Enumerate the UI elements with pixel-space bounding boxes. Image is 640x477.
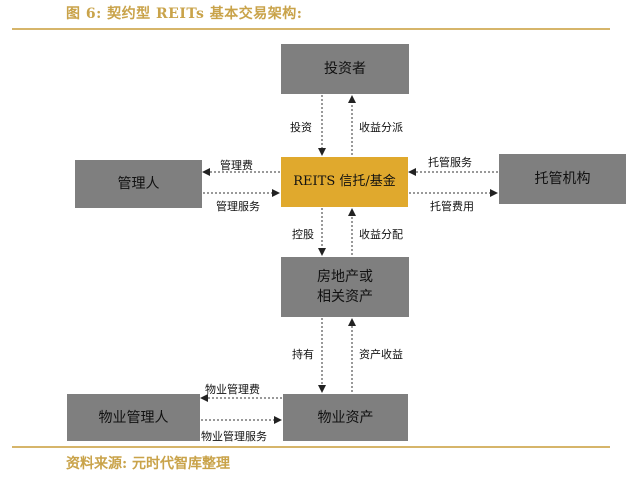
label-income-distribution: 收益分派 <box>359 121 403 134</box>
node-manager: 管理人 <box>75 160 202 208</box>
label-custody-fee: 托管费用 <box>430 200 474 213</box>
label-management-fee: 管理费 <box>220 159 253 172</box>
top-divider <box>12 28 610 30</box>
node-property-asset: 物业资产 <box>283 394 408 441</box>
node-reits-label: REITS 信托/基金 <box>293 174 396 189</box>
label-invest: 投资 <box>290 121 312 134</box>
label-income-allocation: 收益分配 <box>359 228 403 241</box>
node-property-asset-label: 物业资产 <box>317 409 374 426</box>
node-manager-label: 管理人 <box>117 176 160 192</box>
bottom-divider <box>12 446 610 448</box>
node-custodian-label: 托管机构 <box>534 171 591 187</box>
node-investor: 投资者 <box>281 44 409 94</box>
source-note: 资料来源: 元时代智库整理 <box>66 456 231 472</box>
node-custodian: 托管机构 <box>499 154 626 204</box>
label-property-mgmt-service: 物业管理服务 <box>201 430 267 443</box>
figure-title: 图 6: 契约型 REITs 基本交易架构: <box>66 6 303 22</box>
label-control: 控股 <box>292 228 314 241</box>
label-hold: 持有 <box>292 348 314 361</box>
node-property-manager: 物业管理人 <box>67 394 200 441</box>
node-real-estate: 房地产或 相关资产 <box>281 257 409 317</box>
label-custody-service: 托管服务 <box>428 156 472 169</box>
label-property-mgmt-fee: 物业管理费 <box>205 383 260 396</box>
node-investor-label: 投资者 <box>324 61 366 77</box>
label-management-service: 管理服务 <box>216 200 260 213</box>
node-real-estate-line1: 房地产或 <box>317 269 373 285</box>
label-asset-income: 资产收益 <box>359 348 403 361</box>
node-property-manager-label: 物业管理人 <box>98 409 169 426</box>
node-reits: REITS 信托/基金 <box>281 157 408 207</box>
node-real-estate-line2: 相关资产 <box>317 289 373 305</box>
